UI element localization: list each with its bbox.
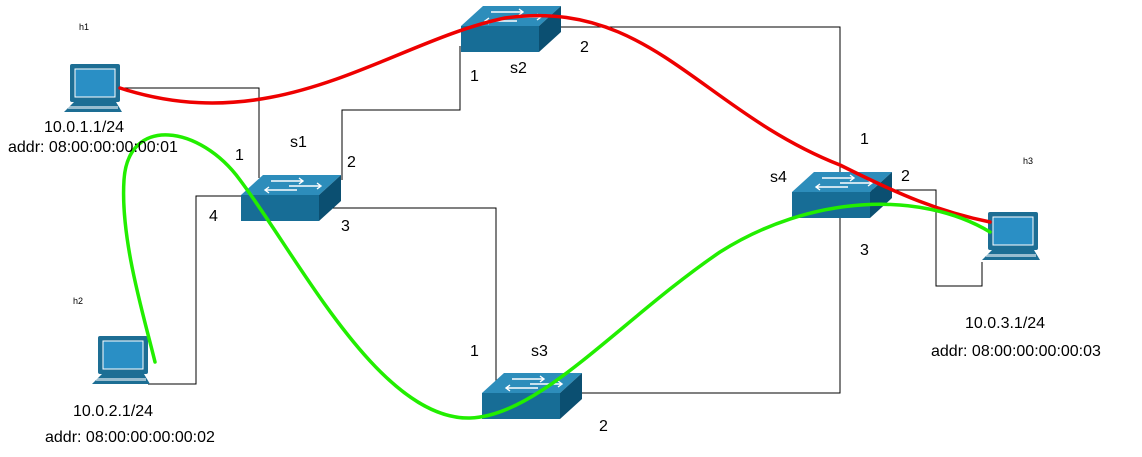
network-switch-icon bbox=[792, 172, 892, 218]
link-s1-s2 bbox=[341, 46, 461, 180]
host-h1[interactable] bbox=[64, 64, 122, 112]
s3-port-2: 2 bbox=[599, 418, 608, 435]
host-h3-name: h3 bbox=[1023, 156, 1033, 166]
switch-s2[interactable] bbox=[461, 6, 561, 52]
s3-port-1: 1 bbox=[470, 343, 479, 360]
s2-port-2: 2 bbox=[580, 39, 589, 56]
s1-port-4: 4 bbox=[209, 208, 218, 225]
link-s3-s4 bbox=[578, 218, 841, 394]
s2-port-1: 1 bbox=[470, 68, 479, 85]
computer-icon bbox=[982, 212, 1040, 260]
host-h2-mac: addr: 08:00:00:00:00:02 bbox=[45, 429, 215, 446]
link-h2-s1 bbox=[148, 195, 244, 385]
host-h3-ip: 10.0.3.1/24 bbox=[965, 315, 1045, 332]
switch-s1-name: s1 bbox=[290, 134, 307, 151]
s1-port-2: 2 bbox=[347, 154, 356, 171]
network-switch-icon bbox=[461, 6, 561, 52]
links bbox=[120, 26, 983, 394]
switch-s4[interactable] bbox=[792, 172, 892, 218]
host-h1-name: h1 bbox=[79, 22, 89, 32]
host-h2[interactable] bbox=[92, 336, 150, 384]
host-h1-ip: 10.0.1.1/24 bbox=[44, 119, 124, 136]
computer-icon bbox=[64, 64, 122, 112]
link-s1-s3 bbox=[320, 207, 497, 382]
s4-port-2: 2 bbox=[901, 168, 910, 185]
s4-port-3: 3 bbox=[860, 242, 869, 259]
host-h3-mac: addr: 08:00:00:00:00:03 bbox=[931, 343, 1101, 360]
host-h2-ip: 10.0.2.1/24 bbox=[73, 403, 153, 420]
path-h1-h3-red bbox=[118, 13, 992, 224]
switch-s3-name: s3 bbox=[531, 343, 548, 360]
s1-port-1: 1 bbox=[235, 147, 244, 164]
computer-icon bbox=[92, 336, 150, 384]
link-s2-s4 bbox=[560, 26, 841, 178]
s1-port-3: 3 bbox=[341, 218, 350, 235]
host-h3[interactable] bbox=[982, 212, 1040, 260]
switch-s2-name: s2 bbox=[510, 60, 527, 77]
s4-port-1: 1 bbox=[860, 131, 869, 148]
host-h2-name: h2 bbox=[73, 296, 83, 306]
path-h2-h3-green bbox=[121, 133, 992, 420]
host-h1-mac: addr: 08:00:00:00:00:01 bbox=[8, 139, 178, 156]
network-switch-icon bbox=[241, 175, 341, 221]
switch-s1[interactable] bbox=[241, 175, 341, 221]
switch-s4-name: s4 bbox=[770, 169, 787, 186]
link-h1-s1 bbox=[120, 87, 260, 178]
link-s4-h3 bbox=[866, 189, 983, 287]
